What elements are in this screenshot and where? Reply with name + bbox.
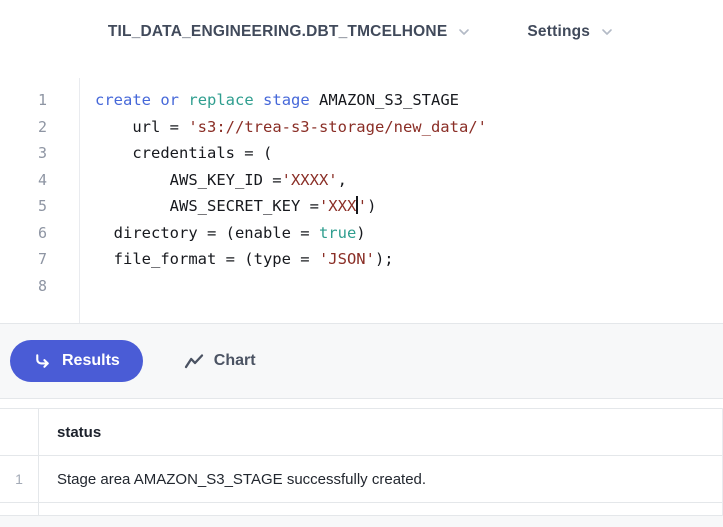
results-tab-label: Results [62,352,120,369]
code-line: 3 credentials = ( [0,140,723,167]
code-token: AWS_SECRET_KEY = [95,197,319,215]
code-token: ' [357,197,368,215]
column-header-status[interactable]: status [57,423,102,441]
code-text: create or replace stage AMAZON_S3_STAGE [79,87,459,114]
code-line: 6 directory = (enable = true) [0,220,723,247]
text-cursor [356,196,358,214]
code-text: AWS_KEY_ID ='XXXX', [79,167,347,194]
code-token: ) [367,197,377,215]
code-token: ); [374,250,394,268]
code-token: create [95,91,151,109]
row-number: 1 [0,456,39,502]
line-number: 1 [37,91,47,109]
line-number: 2 [37,117,47,136]
code-text: credentials = ( [79,140,272,167]
code-line: 2 url = 's3://trea-s3-storage/new_data/' [0,114,723,141]
results-grid: status 1 Stage area AMAZON_S3_STAGE succe… [0,408,723,516]
grid-header-row: status [0,408,722,456]
line-number: 5 [37,197,47,215]
code-token: stage [263,91,310,109]
table-row[interactable]: 1 Stage area AMAZON_S3_STAGE successfully… [0,456,722,503]
grid-empty-row [0,503,722,516]
code-text: AWS_SECRET_KEY ='XXX') [79,193,376,220]
grid-corner-cell [0,409,39,455]
code-token: replace [188,91,254,109]
chart-tab-label: Chart [213,352,256,369]
code-line: 8 [0,273,723,300]
line-number: 4 [37,170,47,189]
code-line: 7 file_format = (type = 'JSON'); [0,246,723,273]
code-token [151,91,160,109]
code-token: 'XXXX' [281,170,338,189]
results-toolbar: Results Chart [0,323,723,399]
results-tab-button[interactable]: Results [10,340,143,382]
settings-menu[interactable]: Settings [527,23,615,41]
code-token [254,91,263,109]
code-text: url = 's3://trea-s3-storage/new_data/' [79,114,487,141]
code-token: ) [356,223,366,242]
code-line: 5 AWS_SECRET_KEY ='XXX') [0,193,723,220]
code-token: true [318,223,357,242]
chevron-down-icon [459,29,470,35]
code-token: AWS_KEY_ID = [95,170,282,189]
worksheet-topbar: TIL_DATA_ENGINEERING.DBT_TMCELHONE Setti… [0,0,723,64]
code-token: or [160,91,180,109]
code-token: AMAZON_S3_STAGE [309,91,460,109]
line-number: 3 [37,144,47,162]
line-number: 6 [37,223,47,242]
return-arrow-icon [36,353,49,368]
chart-tab-button[interactable]: Chart [184,352,256,370]
context-selector[interactable]: TIL_DATA_ENGINEERING.DBT_TMCELHONE [108,23,473,41]
results-grid-area: status 1 Stage area AMAZON_S3_STAGE succe… [0,399,723,527]
status-cell[interactable]: Stage area AMAZON_S3_STAGE successfully … [57,470,427,488]
code-line: 1 create or replace stage AMAZON_S3_STAGE [0,87,723,114]
grid-gutter-cell [0,503,39,515]
code-lines: 1 create or replace stage AMAZON_S3_STAGE… [0,64,723,299]
context-selector-label: TIL_DATA_ENGINEERING.DBT_TMCELHONE [107,23,448,40]
code-token [179,91,188,109]
code-text: directory = (enable = true) [79,220,366,247]
code-token: 's3://trea-s3-storage/new_data/' [188,117,487,136]
code-text [79,273,95,300]
code-token: credentials = ( [95,144,273,162]
code-token: directory = (enable = [95,223,319,242]
code-line: 4 AWS_KEY_ID ='XXXX', [0,167,723,194]
settings-menu-label: Settings [527,23,591,40]
grid-top-gap [0,399,723,408]
code-token: file_format = (type = [95,250,319,268]
line-number: 8 [37,276,47,295]
line-number: 7 [37,250,47,268]
grid-footer-strip [0,516,723,527]
gutter-divider [79,78,80,323]
code-token: , [337,170,347,189]
code-token: 'XXX [318,197,357,215]
sql-editor[interactable]: 1 create or replace stage AMAZON_S3_STAGE… [0,64,723,323]
chevron-down-icon [602,29,612,35]
trend-line-icon [184,353,203,368]
code-token: 'JSON' [318,250,375,268]
code-token: url = [95,117,189,136]
code-text: file_format = (type = 'JSON'); [79,246,394,273]
